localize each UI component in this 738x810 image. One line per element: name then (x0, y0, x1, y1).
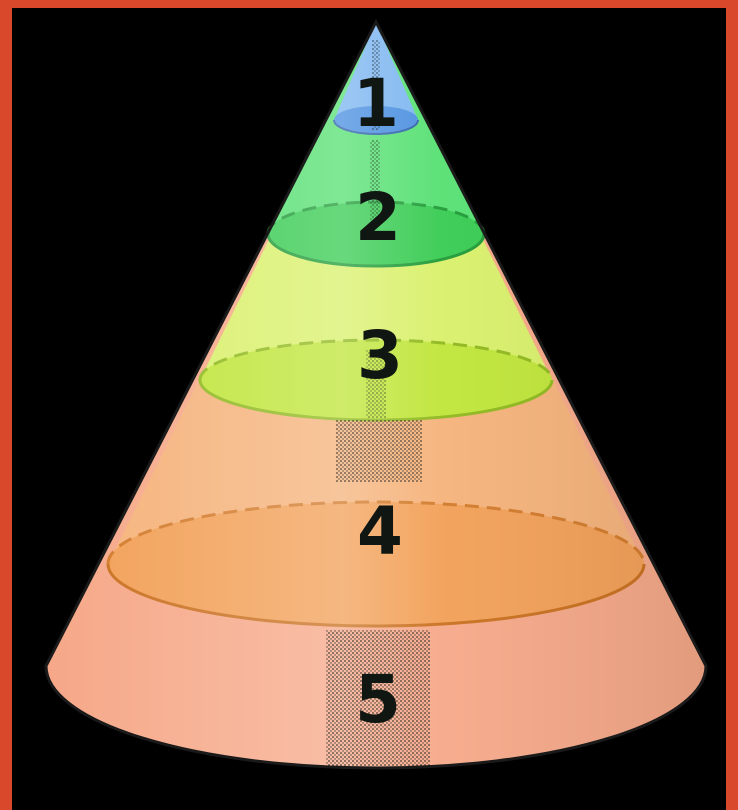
layer-label-5: 5 (355, 661, 401, 738)
layer-label-1: 1 (353, 65, 399, 142)
layer-label-3: 3 (357, 317, 403, 394)
layer-label-2: 2 (355, 179, 401, 256)
layer-label-4: 4 (357, 493, 403, 570)
